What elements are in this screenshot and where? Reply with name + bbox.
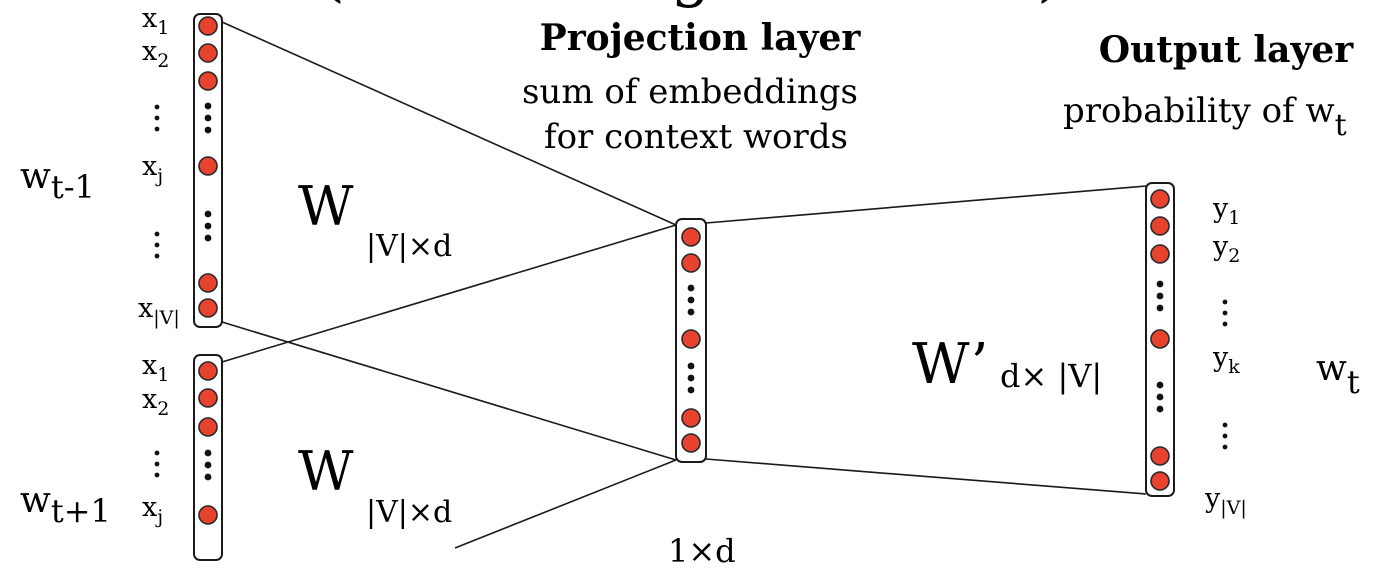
- neuron-node: [1150, 189, 1170, 209]
- ellipsis-dot: [1156, 280, 1164, 288]
- edge-output-top: [705, 185, 1147, 224]
- weight-input-1-dims: |V|×d: [366, 229, 452, 264]
- ellipsis-dot: [204, 461, 212, 469]
- output-label-y2: y2: [1212, 231, 1240, 267]
- input-layer-1-labels: x1 x2 xj x|V|: [138, 3, 180, 329]
- neuron-node: [681, 227, 701, 247]
- neuron-node: [1150, 471, 1170, 491]
- neuron-node: [681, 253, 701, 273]
- output-layer-nodes: [1150, 189, 1170, 491]
- input-layer-2-nodes: [198, 361, 218, 525]
- edge-output-bottom: [705, 458, 1147, 495]
- neuron-node: [198, 16, 218, 36]
- weight-output-symbol: W’: [912, 332, 988, 397]
- ellipsis-dot: [204, 222, 212, 230]
- input-label-x2: x2: [142, 36, 169, 72]
- edge-input2-bottom: [454, 459, 677, 549]
- input-layer-1-label-ellipsis: [154, 104, 160, 259]
- neuron-node: [198, 273, 218, 293]
- projection-layer-title: Projection layer: [540, 17, 862, 59]
- input-layer-2-label-ellipsis: [154, 450, 160, 478]
- neuron-node: [681, 433, 701, 453]
- neuron-node: [198, 71, 218, 91]
- context-word-prev: wt-1: [20, 156, 95, 206]
- neuron-node: [198, 388, 218, 408]
- neuron-node: [1150, 446, 1170, 466]
- output-label-yV: y|V|: [1204, 483, 1247, 519]
- input-label-x1: x1: [142, 3, 169, 39]
- output-label-yk: yk: [1212, 342, 1240, 378]
- input2-label-x2: x2: [142, 384, 169, 420]
- ellipsis-dot: [687, 386, 695, 394]
- ellipsis-dot: [687, 296, 695, 304]
- ellipsis-dot: [687, 308, 695, 316]
- neuron-node: [198, 361, 218, 381]
- projection-layer-desc-2: for context words: [544, 117, 848, 157]
- weight-input-2-symbol: W: [298, 440, 354, 503]
- ellipsis-dot: [1156, 381, 1164, 389]
- input2-label-xj: xj: [142, 492, 163, 528]
- input-layer-1-nodes: [198, 16, 218, 318]
- input-layer-2-box: [193, 354, 223, 561]
- ellipsis-dot: [687, 374, 695, 382]
- neuron-node: [1150, 329, 1170, 349]
- output-layer-title: Output layer: [1099, 29, 1354, 71]
- output-layer-label-ellipsis: [1222, 299, 1228, 450]
- neuron-node: [681, 329, 701, 349]
- input-label-xV: x|V|: [138, 293, 180, 329]
- title-fragment: (... ... ... ... g ... ... ... ...): [320, 0, 1062, 10]
- output-layer-labels: y1 y2 yk y|V|: [1204, 193, 1247, 519]
- projection-partial-label: 1×d: [668, 532, 736, 570]
- input-layer-2-labels: x1 x2 xj: [142, 350, 169, 528]
- edge-input2-top: [221, 224, 677, 363]
- ellipsis-dot: [687, 362, 695, 370]
- neuron-node: [198, 417, 218, 437]
- ellipsis-dot: [1156, 405, 1164, 413]
- ellipsis-dot: [687, 284, 695, 292]
- ellipsis-dot: [1156, 292, 1164, 300]
- neuron-node: [198, 43, 218, 63]
- weight-input-2-dims: |V|×d: [366, 495, 452, 530]
- ellipsis-dot: [204, 234, 212, 242]
- edge-input1-top: [221, 21, 677, 226]
- projection-layer-nodes: [681, 227, 701, 453]
- ellipsis-dot: [204, 126, 212, 134]
- output-layer-desc: probability of wt: [1063, 91, 1347, 143]
- neuron-node: [1150, 216, 1170, 236]
- ellipsis-dot: [204, 210, 212, 218]
- neuron-node: [198, 156, 218, 176]
- edge-input1-bottom: [221, 321, 677, 461]
- weight-output-dims: d× |V|: [1000, 357, 1102, 395]
- ellipsis-dot: [204, 102, 212, 110]
- ellipsis-dot: [1156, 304, 1164, 312]
- connection-lines: [221, 21, 1147, 549]
- neuron-node: [198, 505, 218, 525]
- context-word-next: wt+1: [20, 480, 111, 530]
- target-word: wt: [1316, 348, 1360, 401]
- input-label-xj: xj: [142, 151, 163, 187]
- ellipsis-dot: [1156, 393, 1164, 401]
- ellipsis-dot: [204, 449, 212, 457]
- projection-layer-desc-1: sum of embeddings: [522, 72, 858, 112]
- neuron-node: [198, 298, 218, 318]
- output-label-y1: y1: [1212, 193, 1240, 229]
- input2-label-x1: x1: [142, 350, 169, 386]
- ellipsis-dot: [204, 114, 212, 122]
- neuron-node: [681, 408, 701, 428]
- ellipsis-dot: [204, 473, 212, 481]
- neuron-node: [1150, 244, 1170, 264]
- weight-input-1-symbol: W: [298, 175, 354, 238]
